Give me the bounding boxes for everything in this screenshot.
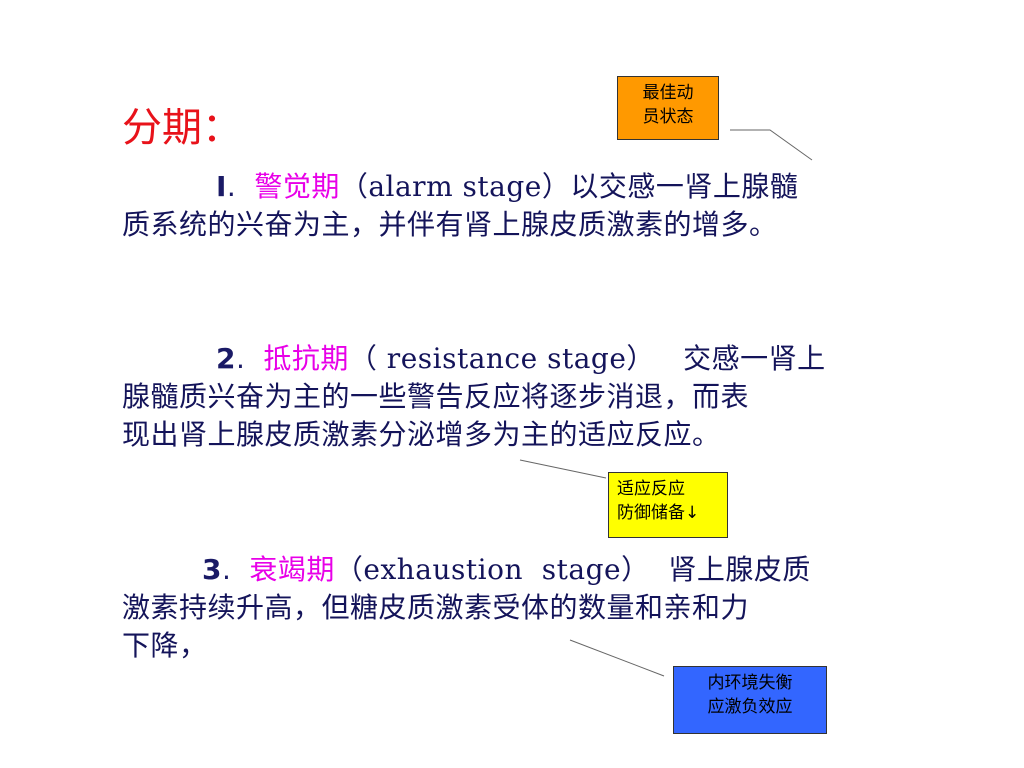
callout-optimal-mobilization: 最佳动 员状态	[617, 76, 719, 140]
stage-name: 抵抗期	[263, 342, 349, 375]
callout-line: 员状态	[642, 107, 694, 127]
callout-homeostasis-imbalance: 内环境失衡 应激负效应	[673, 666, 827, 734]
stage-number: 2	[216, 342, 236, 375]
stage-number-separator: .	[235, 342, 246, 375]
callout-line: 最佳动	[642, 83, 694, 103]
paragraph-line: 3. 衰竭期（exhaustion stage） 肾上腺皮质	[122, 551, 902, 589]
stage-number-separator: .	[226, 170, 237, 203]
stage-number: I	[216, 170, 227, 203]
paragraph-line: 现出肾上腺皮质激素分泌增多为主的适应反应。	[122, 418, 721, 451]
callout-adaptive-response: 适应反应 防御储备↓	[608, 472, 728, 538]
stage-description: （ resistance stage） 交感一肾上	[348, 342, 826, 375]
callout-line: 应激负效应	[707, 697, 793, 717]
stage-description: （alarm stage）以交感一肾上腺髓	[339, 170, 799, 203]
leader-line-1	[730, 129, 813, 161]
paragraph-line: I. 警觉期（alarm stage）以交感一肾上腺髓	[122, 168, 902, 206]
paragraph-line: 质系统的兴奋为主，并伴有肾上腺皮质激素的增多。	[122, 208, 778, 241]
leader-line-2	[519, 459, 607, 479]
stage-paragraph-alarm: I. 警觉期（alarm stage）以交感一肾上腺髓 质系统的兴奋为主，并伴有肾…	[122, 168, 902, 244]
stage-description: （exhaustion stage） 肾上腺皮质	[334, 553, 811, 586]
paragraph-line: 下降，	[122, 629, 208, 662]
callout-line: 适应反应	[617, 479, 685, 499]
stage-paragraph-exhaustion: 3. 衰竭期（exhaustion stage） 肾上腺皮质 激素持续升高，但糖皮…	[122, 551, 902, 665]
stage-paragraph-resistance: 2. 抵抗期（ resistance stage） 交感一肾上 腺髓质兴奋为主的一…	[122, 340, 902, 454]
callout-line: 防御储备↓	[617, 503, 700, 523]
stage-name: 警觉期	[254, 170, 340, 203]
callout-line: 内环境失衡	[707, 673, 793, 693]
slide-heading: 分期：	[122, 105, 242, 151]
paragraph-line: 激素持续升高，但糖皮质激素受体的数量和亲和力	[122, 591, 750, 624]
paragraph-line: 2. 抵抗期（ resistance stage） 交感一肾上	[122, 340, 902, 378]
stage-name: 衰竭期	[249, 553, 335, 586]
stage-number: 3	[202, 553, 222, 586]
stage-number-separator: .	[221, 553, 232, 586]
paragraph-line: 腺髓质兴奋为主的一些警告反应将逐步消退，而表	[122, 380, 750, 413]
